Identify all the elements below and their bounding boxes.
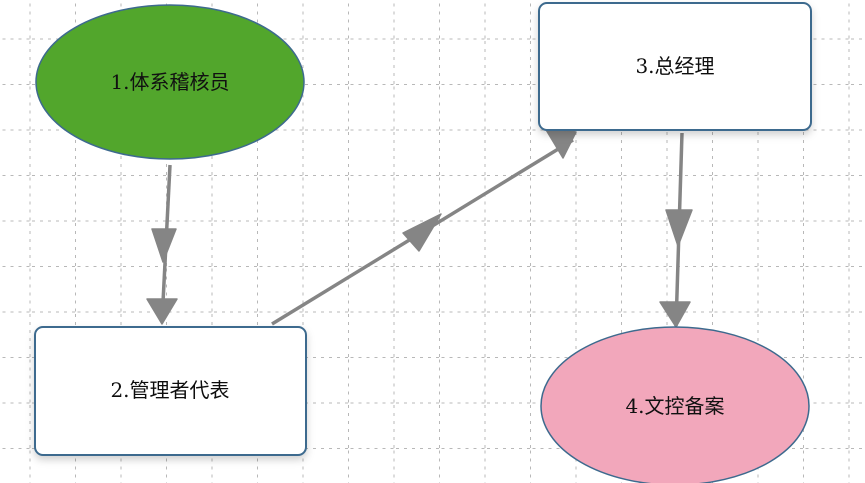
node-shape [35,4,305,160]
node-1-system-auditor[interactable]: 1.体系稽核员 [35,4,305,160]
node-label: 2.管理者代表 [110,378,229,402]
node-shape [34,326,307,456]
node-2-management-representative[interactable]: 2.管理者代表 [34,326,307,456]
node-shape [538,2,812,131]
node-label: 4.文控备案 [625,394,724,418]
node-label: 1.体系稽核员 [110,70,229,94]
arrow-head-icon [146,298,178,325]
arrow-head-icon [665,209,693,247]
node-3-general-manager[interactable]: 3.总经理 [538,2,812,131]
edge-n1-n2[interactable] [146,164,178,325]
node-label: 3.总经理 [635,54,714,78]
edge-n3-n4[interactable] [659,132,693,328]
arrow-head-icon [659,301,691,328]
node-4-document-control-filing[interactable]: 4.文控备案 [540,326,810,483]
arrow-head-icon [151,228,177,263]
arrow-head-icon [402,213,442,252]
node-shape [540,326,810,483]
edge-n2-n3[interactable] [271,127,577,326]
